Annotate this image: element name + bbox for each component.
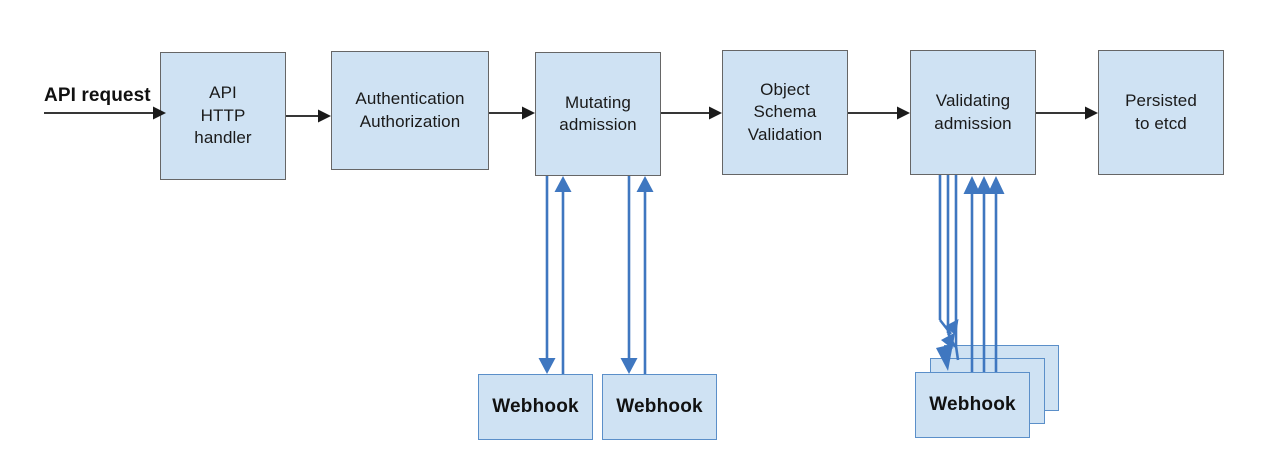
node-authentication-authorization[interactable]: Authentication Authorization <box>331 51 489 170</box>
node-line: Schema <box>753 102 817 122</box>
arrow-webhook-1-to-mutating <box>554 176 572 374</box>
arrow-mutating-to-object-schema <box>661 106 722 120</box>
node-api-http-handler-label: API HTTP handler <box>161 82 285 149</box>
node-line: HTTP <box>200 105 246 125</box>
node-line: Validating <box>935 91 1011 111</box>
node-validating-admission-label: Validating admission <box>911 90 1035 135</box>
arrow-object-schema-to-validating <box>848 106 910 120</box>
arrow-mutating-to-webhook-2 <box>620 176 638 374</box>
node-line: Validation <box>747 124 823 144</box>
node-mutating-admission[interactable]: Mutating admission <box>535 52 661 176</box>
arrow-validating-to-webhook-stack-3 <box>936 175 960 371</box>
arrow-validating-to-webhook-stack-2 <box>941 175 957 349</box>
validating-webhook-stack-label: Webhook <box>929 394 1016 415</box>
node-api-http-handler[interactable]: API HTTP handler <box>160 52 286 180</box>
validating-webhook-stack-front[interactable]: Webhook <box>915 372 1030 438</box>
node-object-schema-validation[interactable]: Object Schema Validation <box>722 50 848 175</box>
arrow-webhook-stack-1-to-validating <box>963 176 981 372</box>
mutating-webhook-1[interactable]: Webhook <box>478 374 593 440</box>
arrow-webhook-stack-3-to-validating <box>987 176 1005 372</box>
node-line: API <box>209 83 237 103</box>
arrow-webhook-2-to-mutating <box>636 176 654 374</box>
node-validating-admission[interactable]: Validating admission <box>910 50 1036 175</box>
arrow-mutating-to-webhook-1 <box>538 176 556 374</box>
node-line: Object <box>760 79 810 99</box>
node-line: Authentication <box>355 89 465 109</box>
node-line: to etcd <box>1135 113 1187 133</box>
node-line: Persisted <box>1125 91 1197 111</box>
node-persisted-to-etcd[interactable]: Persisted to etcd <box>1098 50 1224 175</box>
node-persisted-to-etcd-label: Persisted to etcd <box>1099 90 1223 135</box>
node-line: Authorization <box>359 111 461 131</box>
arrow-api-request-to-handler <box>44 106 166 120</box>
mutating-webhook-2[interactable]: Webhook <box>602 374 717 440</box>
arrow-handler-to-auth <box>286 109 331 123</box>
node-line: admission <box>559 115 637 134</box>
api-request-label: API request <box>44 85 151 106</box>
arrow-auth-to-mutating <box>489 106 535 120</box>
arrow-validating-to-webhook-stack-1 <box>938 175 959 336</box>
node-line: handler <box>194 128 252 148</box>
node-object-schema-validation-label: Object Schema Validation <box>723 79 847 146</box>
mutating-webhook-2-label: Webhook <box>616 396 703 417</box>
arrow-webhook-stack-2-to-validating <box>975 176 993 372</box>
mutating-webhook-1-label: Webhook <box>492 396 579 417</box>
node-line: admission <box>934 113 1012 133</box>
node-authentication-authorization-label: Authentication Authorization <box>332 88 488 133</box>
node-line: Mutating <box>564 92 631 112</box>
arrow-validating-to-persisted <box>1036 106 1098 120</box>
node-mutating-admission-label: Mutating admission <box>536 92 660 137</box>
